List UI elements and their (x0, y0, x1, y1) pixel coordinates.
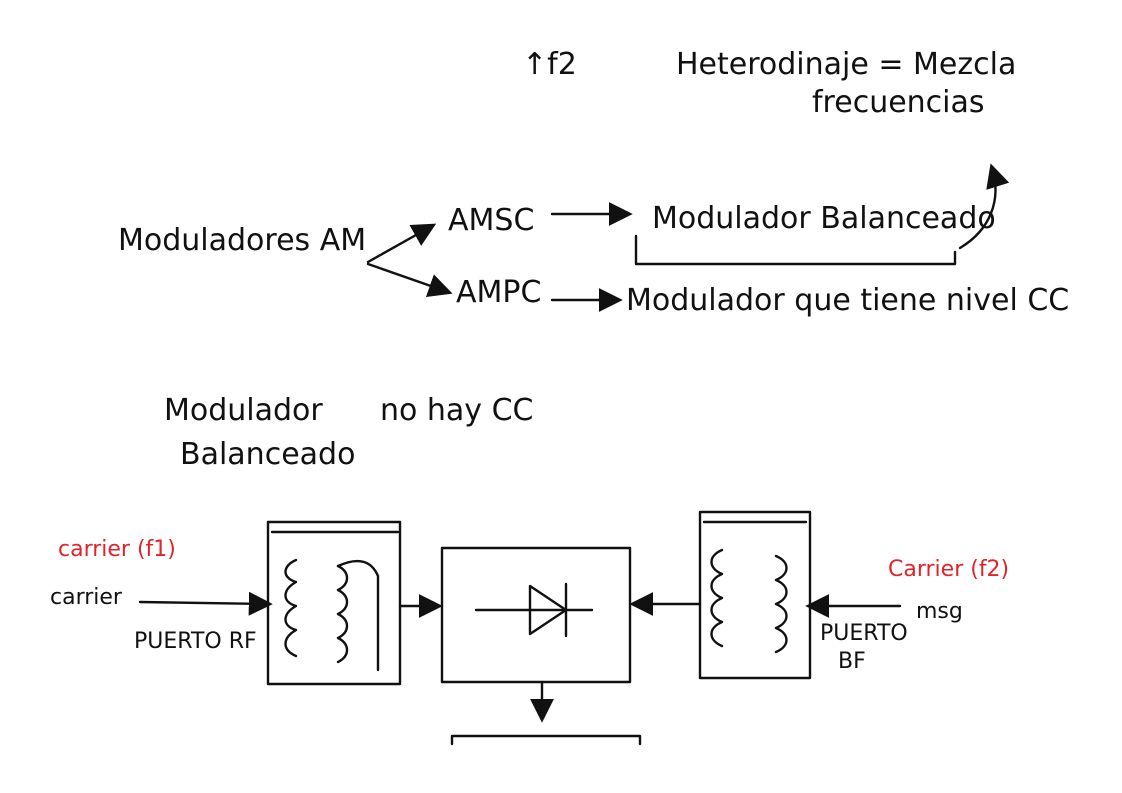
carrier-input-line (138, 591, 273, 616)
bf-secondary-coil (774, 554, 788, 654)
bf-primary-coil (710, 548, 724, 648)
frecuencias-label: frecuencias (812, 85, 985, 120)
ampc-label: AMPC (456, 275, 541, 310)
heterodinaje-title: Heterodinaje = Mezcla (676, 47, 1016, 82)
curve-to-heterodinaje-arrow (958, 163, 1010, 250)
rf-secondary-coil (336, 564, 349, 664)
diode-box (440, 546, 632, 684)
modulador-label: Modulador (164, 393, 323, 428)
rf-primary-coil (284, 558, 298, 658)
bf-label: BF (838, 649, 866, 674)
modulador-cc-text: Modulador que tiene nivel CC (626, 283, 1069, 318)
branch-arrow-ampc (366, 262, 453, 297)
rf-coil-lead (336, 559, 380, 672)
f2-mark: ↑f2 (522, 47, 577, 82)
no-hay-cc-label: no hay CC (380, 393, 534, 428)
rf-transformer-box (266, 520, 402, 686)
carrier-f1-label: carrier (f1) (58, 537, 176, 562)
carrier-left-label: carrier (50, 585, 123, 610)
moduladores-am-label: Moduladores AM (118, 223, 366, 258)
branch-arrow-amsc (366, 223, 437, 264)
diode-triangle (528, 584, 568, 636)
modulador-balanceado-text: Modulador Balanceado (652, 201, 996, 236)
output-box-partial (450, 734, 642, 746)
underline-bracket (634, 234, 957, 266)
balanceado-label: Balanceado (180, 437, 355, 472)
msg-label: msg (916, 599, 963, 624)
puerto-bf-label: PUERTO (820, 621, 908, 646)
puerto-rf-label: PUERTO RF (134, 629, 257, 654)
carrier-f2-label: Carrier (f2) (888, 557, 1009, 582)
amsc-label: AMSC (448, 203, 534, 238)
